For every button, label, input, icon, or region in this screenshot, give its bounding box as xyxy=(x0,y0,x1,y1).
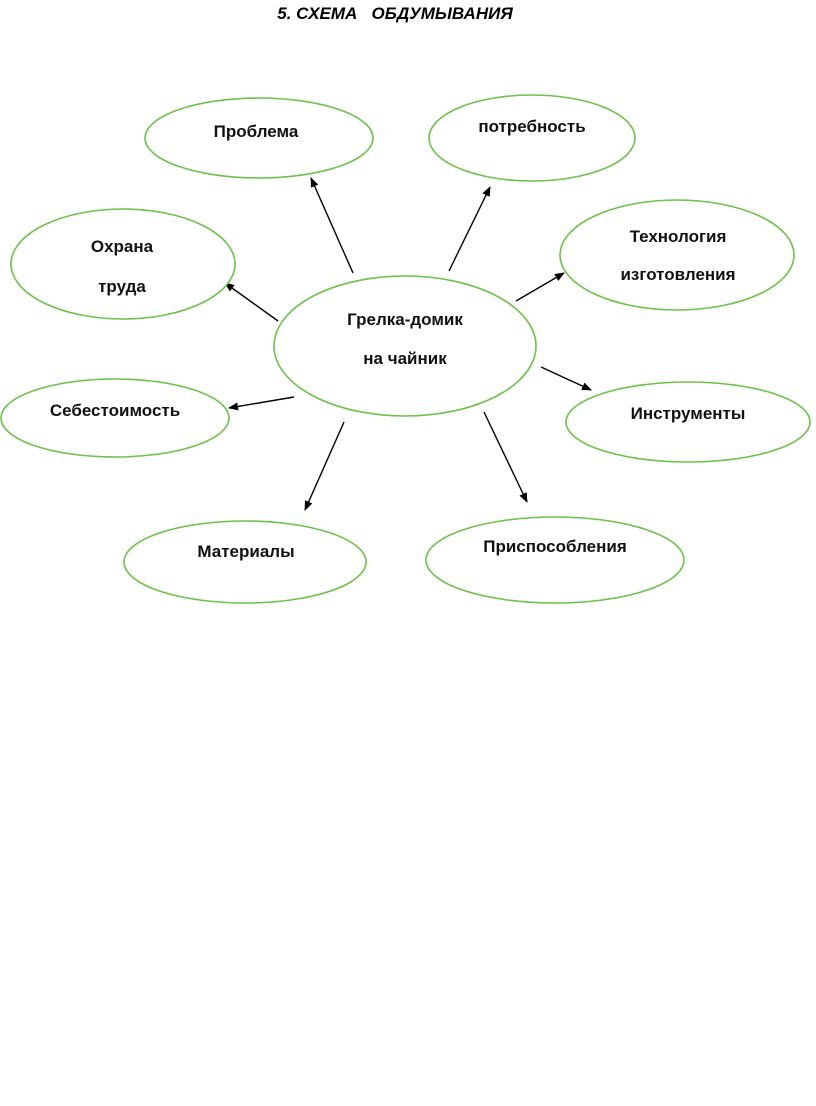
center-ellipse xyxy=(273,275,537,417)
center-label-line-2: на чайник xyxy=(363,349,447,368)
node-potrebnost-ellipse xyxy=(428,94,636,182)
node-tehnologiya-label-line-1: Технология xyxy=(630,227,727,246)
arrow-to-materialy xyxy=(304,421,345,511)
node-materialy-label: Материалы xyxy=(197,542,294,561)
node-problema-label: Проблема xyxy=(214,122,299,141)
arrow-to-problema xyxy=(310,177,354,274)
node-ohrana-label-line-1: Охрана xyxy=(91,237,154,256)
node-problema-ellipse xyxy=(144,97,374,179)
node-prisposobleniya-label: Приспособления xyxy=(483,537,627,556)
node-prisposobleniya: Приспособления xyxy=(425,516,685,604)
node-potrebnost-label: потребность xyxy=(478,117,585,136)
node-tehnologiya-ellipse xyxy=(559,199,795,311)
node-tehnologiya-label-line-2: изготовления xyxy=(620,265,735,284)
node-potrebnost: потребность xyxy=(428,94,636,182)
arrows-group xyxy=(224,177,592,511)
node-tehnologiya: Технология изготовления xyxy=(559,199,795,311)
node-instrumenty: Инструменты xyxy=(565,381,811,463)
node-materialy: Материалы xyxy=(123,520,367,604)
node-ohrana-label-line-2: труда xyxy=(98,277,146,296)
diagram-title: 5. СХЕМА ОБДУМЫВАНИЯ xyxy=(277,4,513,23)
arrow-to-sebestoimost xyxy=(228,396,295,411)
center-label-line-1: Грелка-домик xyxy=(347,310,463,329)
arrow-to-tehnologiya xyxy=(515,272,565,302)
arrow-to-prisposobleniya xyxy=(483,411,528,503)
node-sebestoimost-label: Себестоимость xyxy=(50,401,180,420)
node-sebestoimost-ellipse xyxy=(0,378,230,458)
node-prisposobleniya-ellipse xyxy=(425,516,685,604)
node-problema: Проблема xyxy=(144,97,374,179)
arrow-to-instrumenty xyxy=(540,366,592,391)
arrow-to-ohrana xyxy=(224,282,279,322)
node-ohrana-ellipse xyxy=(10,208,236,320)
arrow-to-potrebnost xyxy=(448,186,491,272)
center-node: Грелка-домик на чайник xyxy=(273,275,537,417)
node-instrumenty-label: Инструменты xyxy=(631,404,746,423)
node-materialy-ellipse xyxy=(123,520,367,604)
node-ohrana: Охрана труда xyxy=(10,208,236,320)
node-sebestoimost: Себестоимость xyxy=(0,378,230,458)
node-instrumenty-ellipse xyxy=(565,381,811,463)
